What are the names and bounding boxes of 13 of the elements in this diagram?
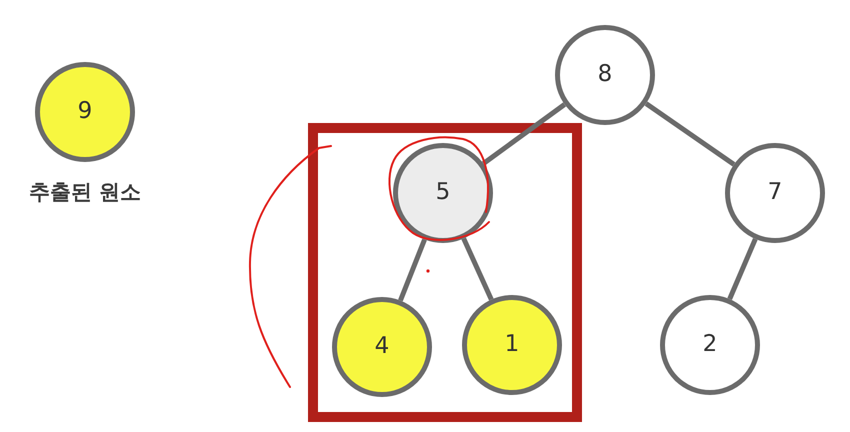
node-number: 1 bbox=[504, 332, 520, 358]
node-number: 2 bbox=[702, 332, 718, 358]
node-number: 8 bbox=[598, 62, 612, 88]
node-number: 9 bbox=[78, 99, 92, 125]
node-number: 5 bbox=[436, 180, 450, 206]
node-number: 7 bbox=[768, 180, 782, 206]
node-label: 추출된 원소 bbox=[28, 180, 142, 206]
connector-line bbox=[461, 238, 494, 300]
connector-line bbox=[398, 238, 427, 302]
node-number: 4 bbox=[374, 334, 390, 360]
connector-line bbox=[482, 102, 566, 166]
connector-line bbox=[727, 238, 758, 300]
connector-line bbox=[644, 101, 736, 167]
